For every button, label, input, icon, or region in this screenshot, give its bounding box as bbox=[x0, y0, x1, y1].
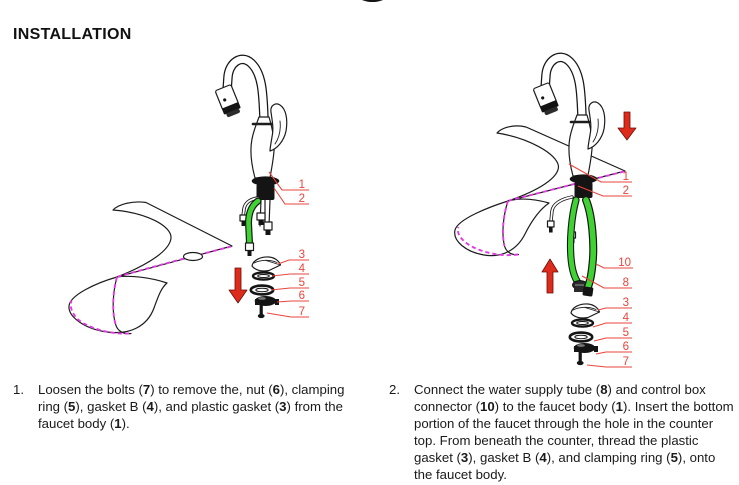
callout-label: 1 bbox=[299, 179, 305, 191]
step-number: 1. bbox=[13, 382, 24, 397]
callout-label: 5 bbox=[623, 327, 629, 339]
cropped-figure-remnant bbox=[362, 0, 383, 2]
callout-1: 1 bbox=[268, 171, 309, 191]
callout-1: 1 bbox=[568, 163, 632, 183]
supply-lines-right bbox=[546, 195, 598, 297]
callouts-left: 1 2 3 4 5 6 7 bbox=[266, 171, 309, 318]
countertop-right bbox=[454, 125, 626, 257]
callout-10: 10 bbox=[595, 257, 633, 269]
callout-2: 2 bbox=[273, 187, 309, 205]
callout-4: 4 bbox=[271, 263, 309, 277]
callout-label: 8 bbox=[623, 277, 629, 289]
counter-edge-stripe bbox=[201, 245, 232, 255]
instruction-step-1: 1. Loosen the bolts (7) to remove the, n… bbox=[13, 381, 365, 432]
callout-5: 5 bbox=[593, 327, 632, 342]
callout-7: 7 bbox=[266, 306, 309, 318]
counter-edge-stripe bbox=[508, 170, 625, 202]
callout-label: 2 bbox=[299, 193, 305, 205]
down-arrow-right bbox=[617, 111, 637, 141]
supply-lines-left bbox=[239, 196, 273, 256]
counter-top-surface bbox=[112, 201, 233, 278]
step-text: Loosen the bolts (7) to remove the, nut … bbox=[38, 382, 345, 431]
callout-6: 6 bbox=[595, 341, 632, 355]
callout-label: 2 bbox=[623, 185, 629, 197]
callout-7: 7 bbox=[586, 356, 632, 368]
callout-label: 4 bbox=[299, 263, 306, 275]
callout-8: 8 bbox=[581, 275, 632, 289]
callouts-right: 1 2 10 8 3 4 5 6 7 bbox=[568, 163, 633, 368]
countertop-left bbox=[68, 201, 233, 335]
diagram-step2: 1 2 10 8 3 4 5 6 7 bbox=[454, 57, 637, 368]
callout-6: 6 bbox=[276, 290, 309, 303]
callout-label: 7 bbox=[623, 356, 629, 368]
parts-stack-left bbox=[249, 255, 282, 320]
counter-apron bbox=[454, 198, 550, 257]
parts-stack-right bbox=[568, 302, 601, 367]
page-title: INSTALLATION bbox=[13, 26, 132, 43]
callout-4: 4 bbox=[592, 312, 632, 328]
callout-5: 5 bbox=[270, 277, 309, 291]
callout-label: 6 bbox=[299, 290, 305, 302]
callout-label: 10 bbox=[618, 257, 631, 269]
callout-2: 2 bbox=[577, 185, 632, 197]
step-text: Connect the water supply tube (8) and co… bbox=[414, 382, 734, 482]
faucet-hole bbox=[182, 251, 204, 262]
diagram-step1: 1 2 3 4 5 6 7 bbox=[68, 59, 309, 335]
callout-3: 3 bbox=[597, 297, 632, 311]
callout-label: 3 bbox=[299, 249, 305, 261]
step-number: 2. bbox=[389, 382, 400, 397]
callout-label: 5 bbox=[299, 277, 305, 289]
faucet-left bbox=[215, 59, 287, 200]
callout-label: 3 bbox=[623, 297, 629, 309]
callout-label: 7 bbox=[299, 306, 305, 318]
callout-label: 6 bbox=[623, 341, 629, 353]
down-arrow-left bbox=[228, 267, 248, 304]
callout-label: 4 bbox=[623, 312, 630, 324]
instruction-step-2: 2. Connect the water supply tube (8) and… bbox=[389, 381, 737, 483]
up-arrow-right bbox=[541, 258, 559, 294]
counter-top-surface bbox=[496, 125, 626, 202]
callout-label: 1 bbox=[623, 171, 629, 183]
callout-3: 3 bbox=[277, 249, 309, 265]
